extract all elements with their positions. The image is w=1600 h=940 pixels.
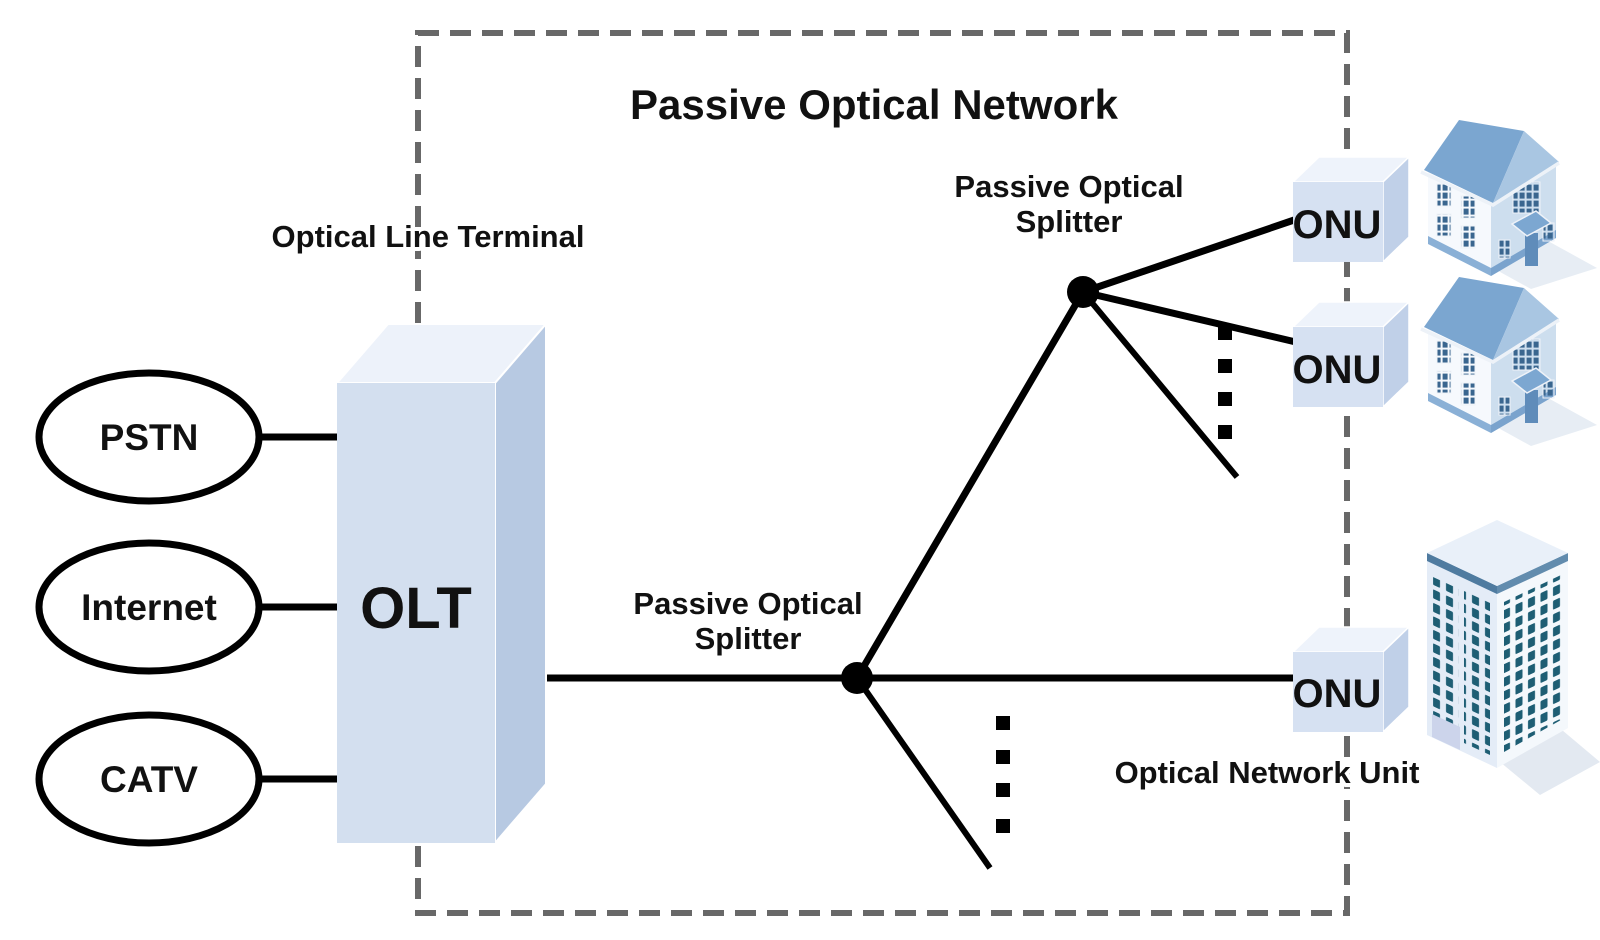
building-windows [1433,577,1459,740]
onu-caption: Optical Network Unit [1115,755,1420,790]
splitter1-caption-line2: Splitter [695,621,802,656]
source-catv: CATV [35,711,263,847]
onu-cube-front [1293,652,1383,732]
olt-box-side [494,323,547,844]
link-splitter2-onu1 [1081,214,1302,296]
house-illustration-2 [1419,275,1599,448]
house-illustration-1 [1419,118,1599,291]
olt-box-front [337,383,495,843]
onu-label: ONU [1293,348,1382,392]
ellipsis-dot [1218,359,1232,373]
splitter2-caption-line1: Passive Optical [954,169,1183,204]
building-shadow [1500,730,1600,795]
office-building-illustration [1427,520,1600,795]
source-ellipse [35,539,263,675]
ellipsis-dot [996,783,1010,797]
onu-3: ONU [1291,625,1411,734]
building-roof-band-right [1497,553,1568,594]
building-windows [1504,575,1561,752]
ellipsis-dot [1218,392,1232,406]
source-pstn: PSTN [35,369,263,505]
source-ellipse [35,369,263,505]
ellipsis-dot [1218,326,1232,340]
onu-2: ONU [1291,300,1411,409]
source-ellipse [35,711,263,847]
olt-label: OLT [360,576,472,641]
splitter1-node [841,662,873,694]
ellipsis-dot [996,819,1010,833]
onu-cube-front [1293,182,1383,262]
building-roof-band-left [1427,553,1497,594]
source-internet: Internet [35,539,263,675]
olt-caption: Optical Line Terminal [272,219,585,254]
source-label: CATV [100,759,198,800]
source-label: Internet [81,587,217,628]
link-splitter1-more [854,676,993,870]
more-onus-ellipsis-upper [1218,326,1232,439]
link-splitter1-splitter2 [853,290,1087,680]
splitter2-node [1067,276,1099,308]
onu-label: ONU [1293,203,1382,247]
splitter2-caption-line2: Splitter [1016,204,1123,239]
ellipsis-dot [996,716,1010,730]
building-windows [1464,591,1490,755]
fiber-links [257,214,1302,870]
more-onus-ellipsis-lower [996,716,1010,833]
source-label: PSTN [100,417,199,458]
ellipsis-dot [996,750,1010,764]
onu-1: ONU [1291,155,1411,264]
onu-cube-front [1293,327,1383,407]
link-splitter2-onu2 [1082,288,1301,347]
diagram-title: Passive Optical Network [630,81,1119,128]
link-splitter2-more [1080,290,1240,479]
building-door [1432,714,1460,750]
onu-label: ONU [1293,672,1382,716]
ellipsis-dot [1218,425,1232,439]
building-roof-top [1427,520,1568,586]
splitter1-caption-line1: Passive Optical [633,586,862,621]
olt-box: OLT [336,323,547,844]
